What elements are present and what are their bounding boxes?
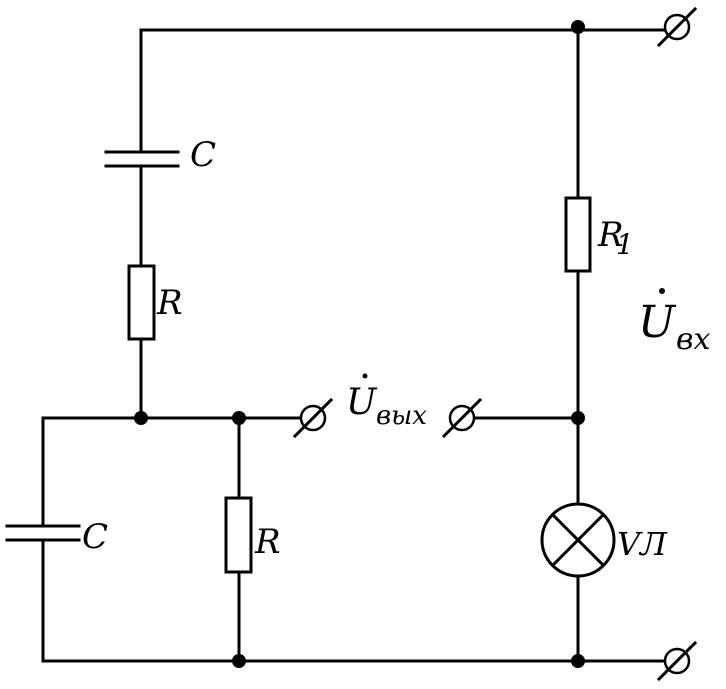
resistor-lower-label: R: [254, 522, 281, 562]
resistor-r1: [564, 196, 592, 273]
terminal-input-top: [656, 6, 698, 48]
output-voltage-label: U вых: [346, 373, 427, 431]
terminal-output-left: [292, 397, 334, 439]
lamp: [540, 502, 616, 578]
output-voltage-subscript: вых: [376, 401, 427, 431]
node-bottom-inner: [232, 654, 246, 668]
resistor-r1-label: R: [597, 215, 624, 255]
input-voltage-label: U вх: [638, 288, 710, 357]
resistor-r1-index: 1: [616, 228, 634, 261]
capacitor-upper-label: C: [190, 135, 216, 175]
node-middle-left: [134, 411, 148, 425]
input-voltage-subscript: вх: [676, 322, 710, 357]
node-top-right: [571, 20, 585, 34]
resistor-upper: [127, 264, 156, 341]
resistor-upper-label: R: [156, 283, 183, 323]
lamp-label: VЛ: [617, 525, 668, 563]
node-middle-inner: [232, 411, 246, 425]
node-bottom-right: [571, 654, 585, 668]
output-voltage-letter: U: [346, 382, 378, 423]
capacitor-lower-label: C: [82, 517, 108, 557]
terminal-output-right: [441, 397, 483, 439]
junction-nodes: [134, 20, 585, 668]
node-middle-right: [571, 411, 585, 425]
resistor-lower: [224, 496, 253, 574]
capacitor-upper: [104, 150, 180, 168]
capacitor-lower: [5, 524, 81, 542]
terminal-input-bottom: [656, 640, 698, 682]
input-voltage-letter: U: [638, 297, 677, 348]
